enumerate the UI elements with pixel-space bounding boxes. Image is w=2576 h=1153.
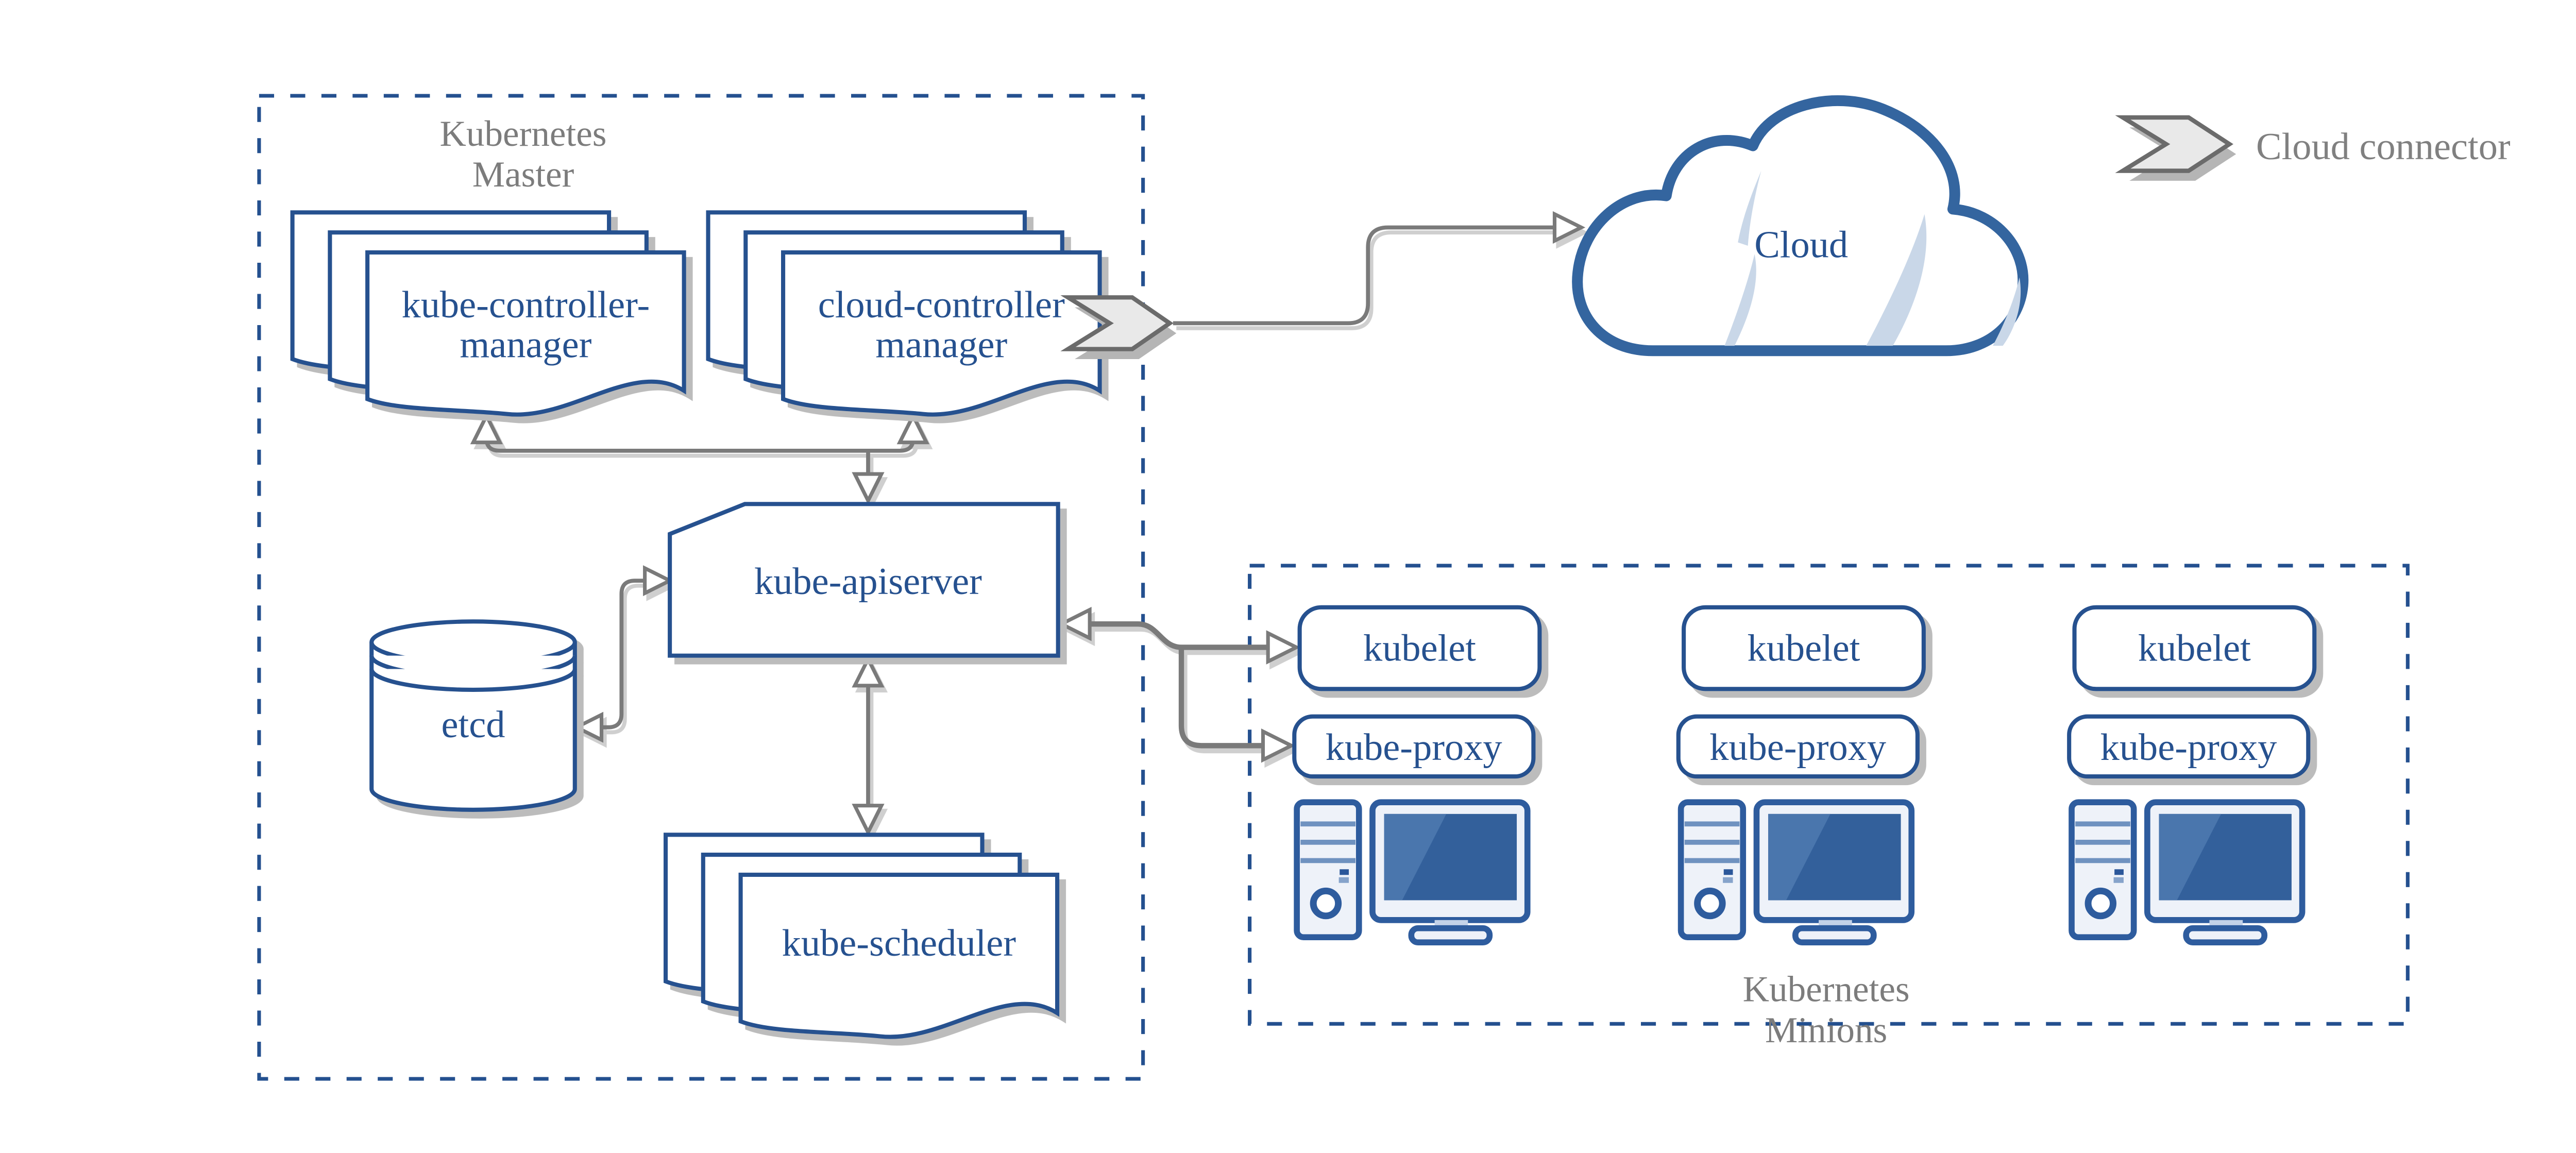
computer-icon [1294,799,1531,946]
cloud-label: Cloud [1754,224,1848,266]
cloud-controller-manager-label-line2: manager [875,324,1007,366]
arrowhead-icon [1261,728,1296,763]
arrowhead-icon [470,411,503,445]
document-stack-icon [706,210,1102,417]
kube-controller-manager-label-line2: manager [460,324,591,366]
kubelet-box [1297,605,1542,691]
arrowhead-icon [643,565,674,597]
master-title-line1: Kubernetes [440,114,607,154]
kubelet-box [2072,605,2317,691]
document-stack-icon [664,833,1060,1039]
kube-controller-manager-node [290,210,686,417]
kube-proxy-box [2067,714,2311,779]
etcd-node [369,619,577,812]
arrowhead-icon [852,804,885,837]
connectors [470,211,1586,837]
arrowhead-icon [1552,211,1586,244]
cloud-controller-manager-label-line1: cloud-controller [818,284,1065,326]
arrowhead-icon [852,655,885,688]
kubelet-label: kubelet [1748,627,1860,669]
arrowhead-icon [572,711,604,743]
minions-title-line2: Minions [1765,1010,1887,1050]
cloud-shape [1572,95,2029,357]
legend [2115,115,2236,181]
etcd-label: etcd [442,704,505,746]
kube-scheduler-label: kube-scheduler [782,922,1016,964]
kubernetes-master-box [257,94,1145,1081]
cloud-connector-legend-label: Cloud connector [2256,126,2511,168]
cloud-connector-icon [1060,295,1177,359]
tower-icon [2069,799,2137,941]
kube-proxy-label: kube-proxy [1709,726,1886,769]
tower-icon [1294,799,1362,941]
card-shape [668,502,1060,658]
minions-title-line1: Kubernetes [1743,970,1910,1010]
kubelet-label: kubelet [1363,627,1476,669]
arrow-apiserver-minions [1057,606,1301,763]
kube-proxy-label: kube-proxy [1326,726,1502,769]
computer-icon [2069,799,2306,946]
kube-proxy-label: kube-proxy [2100,726,2277,769]
arrowhead-icon [1057,606,1092,641]
monitor-icon [1753,799,1915,946]
minion-node [2067,605,2317,946]
computer-icon [1677,799,1915,946]
kube-apiserver-node [668,502,1060,658]
arrow-apiserver-etcd [572,565,674,743]
kube-apiserver-label: kube-apiserver [754,561,982,603]
cloud-connector-legend-icon [2115,115,2233,173]
kube-scheduler-node [664,833,1060,1039]
database-cylinder-icon [369,619,577,812]
arrowhead-icon [852,472,885,505]
minion-node [1292,605,1542,946]
monitor-icon [1369,799,1531,946]
arrow-controllers-apiserver [470,411,929,505]
cloud-shine-icon [1724,254,1756,346]
arrow-connector-cloud [1173,211,1586,326]
monitor-icon [2144,799,2306,946]
cloud-shine-icon [1993,277,2021,346]
kube-proxy-box [1292,714,1536,779]
master-title-line2: Master [472,155,574,195]
cloud-shine-icon [1738,171,1761,246]
tower-icon [1677,799,1747,941]
kubernetes-minions-box [1248,564,2410,1026]
cloud-shine-icon [1866,214,1927,346]
arrowhead-icon [1266,630,1301,665]
cloud-controller-manager-node [706,210,1102,417]
arrow-apiserver-scheduler [852,655,885,837]
kubelet-label: kubelet [2138,627,2251,669]
arrowhead-icon [896,411,929,445]
document-stack-icon [290,210,686,417]
kube-proxy-box [1676,714,1920,779]
kube-controller-manager-label-line1: kube-controller- [402,284,650,326]
minion-node [1676,605,1926,946]
kubelet-box [1682,605,1926,691]
